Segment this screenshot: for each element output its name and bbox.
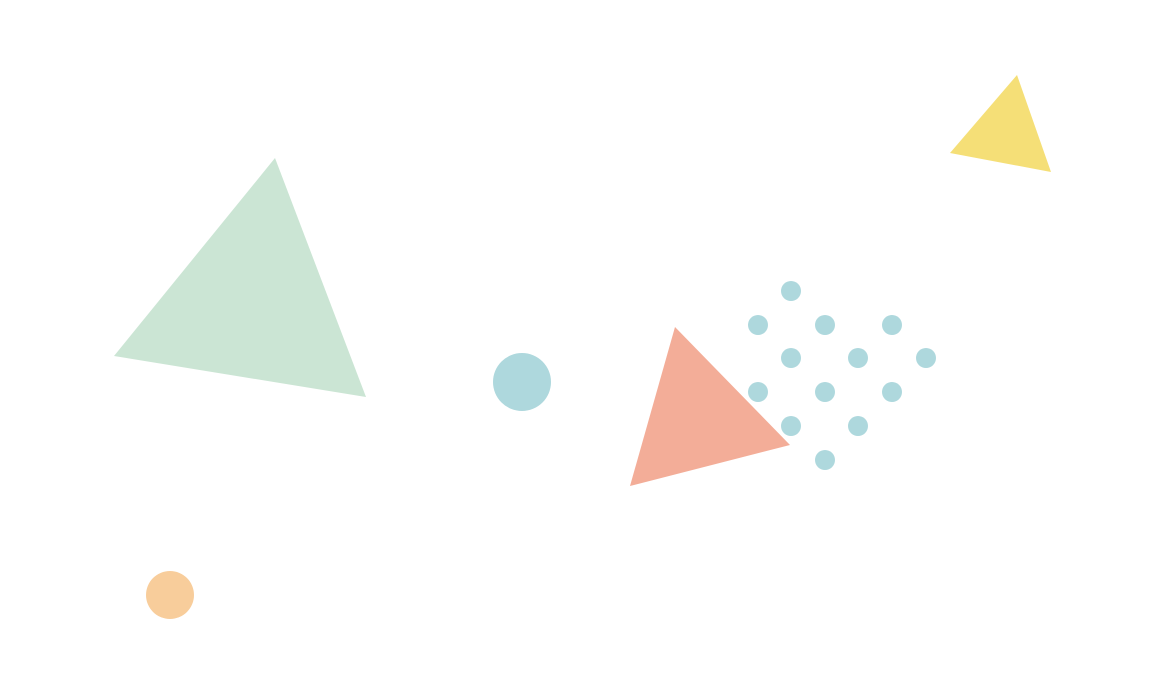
dot (815, 315, 835, 335)
dot-grid (748, 281, 936, 470)
orange-circle (146, 571, 194, 619)
dot (781, 416, 801, 436)
dot (748, 315, 768, 335)
dot (882, 315, 902, 335)
dot (848, 348, 868, 368)
dot (848, 416, 868, 436)
dot (882, 382, 902, 402)
yellow-triangle (950, 75, 1051, 172)
dot (916, 348, 936, 368)
teal-circle (493, 353, 551, 411)
salmon-triangle (630, 327, 790, 486)
dot (748, 382, 768, 402)
dot (815, 450, 835, 470)
dot (815, 382, 835, 402)
dot (781, 348, 801, 368)
dot (781, 281, 801, 301)
green-triangle (114, 158, 366, 397)
